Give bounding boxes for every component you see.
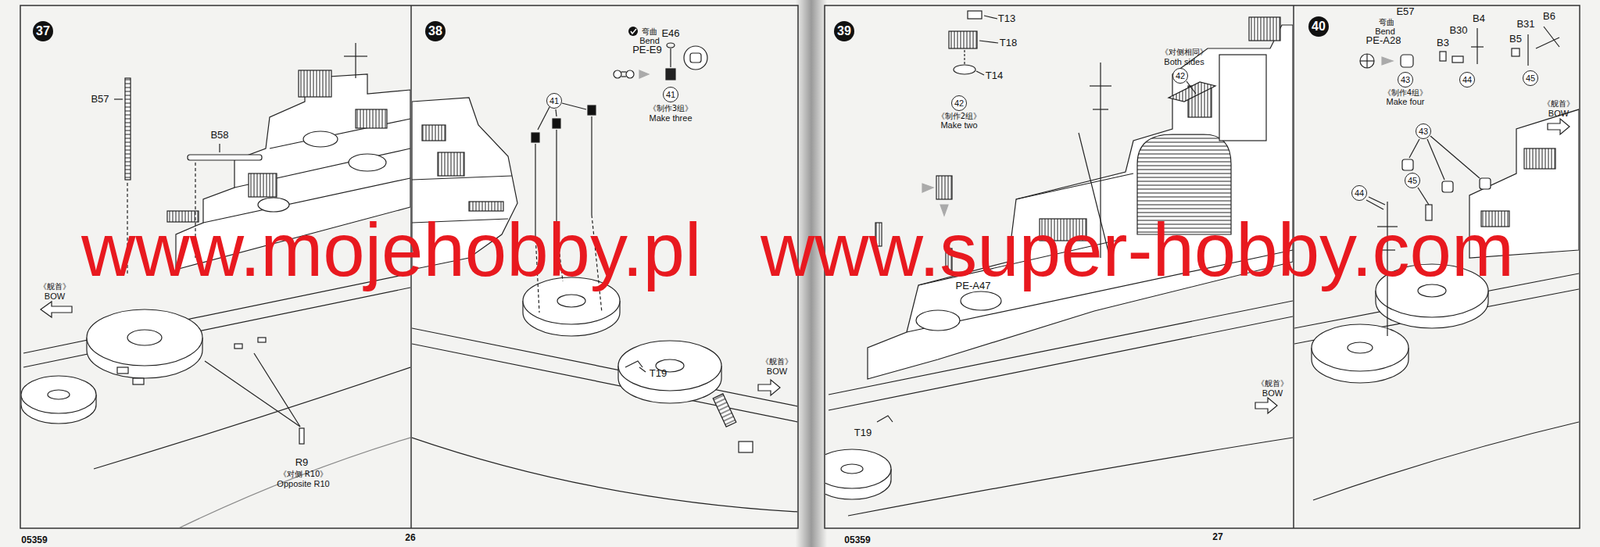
catalog-number: 05359 xyxy=(844,535,870,546)
panel-frames xyxy=(20,5,1580,529)
callout-text: 44 xyxy=(1462,75,1472,85)
part-name: T13 xyxy=(998,13,1016,25)
callout-number: 44 xyxy=(1459,71,1475,88)
callout-number: 45 xyxy=(1522,70,1539,86)
step-number-text: 39 xyxy=(837,25,852,38)
callout-text: 41 xyxy=(549,96,559,106)
note: Both sides xyxy=(1163,57,1204,67)
callout-text: 42 xyxy=(954,99,964,108)
part-name: B4 xyxy=(1472,13,1486,25)
step-number: 38 xyxy=(425,21,446,42)
note: Opposite R10 xyxy=(276,479,330,489)
watermark: www.mojehobby.pl xyxy=(81,212,702,288)
note: 《对侧相同》 xyxy=(1160,47,1208,57)
callout-text: 44 xyxy=(1354,189,1364,198)
part-name: B57 xyxy=(90,93,109,105)
note: Make two xyxy=(940,120,978,130)
part-name: PE-E9 xyxy=(632,44,663,56)
callout-text: 43 xyxy=(1418,127,1429,137)
note: 弯曲 xyxy=(641,27,658,36)
part-name: T19 xyxy=(854,427,872,439)
callout-text: 45 xyxy=(1525,74,1536,83)
step-number-text: 37 xyxy=(35,25,51,38)
callout-number: 44 xyxy=(1351,185,1368,201)
part-name: B6 xyxy=(1542,10,1556,22)
bow-note: 《舰首》 xyxy=(1256,379,1289,388)
page xyxy=(0,0,806,547)
part-name: R9 xyxy=(295,457,309,469)
part-name: E57 xyxy=(1395,6,1414,18)
callout-text: 45 xyxy=(1407,176,1418,186)
step-number-text: 40 xyxy=(1311,20,1326,33)
note: 《制作3组》 xyxy=(648,103,693,113)
part-name: B5 xyxy=(1509,33,1522,45)
part-name: B58 xyxy=(210,129,229,141)
callout-text: 43 xyxy=(1400,75,1411,85)
part-name: B31 xyxy=(1516,18,1535,30)
page-number: 27 xyxy=(1212,532,1223,543)
bow-note: 《舰首》 xyxy=(761,357,793,366)
part-name: T19 xyxy=(649,368,667,380)
part-name: T14 xyxy=(985,70,1003,82)
step-number: 37 xyxy=(32,21,54,42)
callout-number: 45 xyxy=(1404,172,1421,189)
step-number: 40 xyxy=(1308,16,1329,37)
check-mark xyxy=(628,26,638,36)
note: 《制作2组》 xyxy=(937,111,981,121)
callout-number: 41 xyxy=(662,86,679,103)
part-name: B30 xyxy=(1449,25,1468,36)
part-name: T18 xyxy=(999,37,1017,49)
step-number: 39 xyxy=(834,21,855,42)
note: Make three xyxy=(648,113,692,123)
bow-note: 《舰首》 xyxy=(1542,99,1575,108)
check-mark xyxy=(630,28,637,34)
part-name: B3 xyxy=(1436,37,1450,49)
note: 《制作4组》 xyxy=(1383,88,1428,97)
note: 《对侧 R10》 xyxy=(279,469,329,479)
note: Make four xyxy=(1386,96,1425,107)
watermark: www.super-hobby.com xyxy=(760,212,1515,288)
part-name: PE-A28 xyxy=(1366,35,1402,47)
part-name: E46 xyxy=(661,28,680,40)
callout-number: 43 xyxy=(1397,71,1414,88)
page-number: 26 xyxy=(404,533,416,544)
callout-number: 42 xyxy=(1172,68,1189,84)
callout-text: 41 xyxy=(665,90,676,100)
callout-text: 42 xyxy=(1175,71,1185,81)
catalog-number: 05359 xyxy=(21,535,47,546)
note: 弯曲 xyxy=(1378,17,1395,27)
bow-note: BOW xyxy=(766,366,788,376)
bow-note: 《舰首》 xyxy=(39,282,71,291)
bow-note: BOW xyxy=(1548,108,1569,119)
bow-note: BOW xyxy=(1262,388,1283,398)
step-number-text: 38 xyxy=(428,25,443,38)
callout-number: 41 xyxy=(546,93,562,109)
bow-note: BOW xyxy=(44,291,65,301)
callout-number: 43 xyxy=(1415,123,1432,140)
callout-number: 42 xyxy=(951,95,967,111)
